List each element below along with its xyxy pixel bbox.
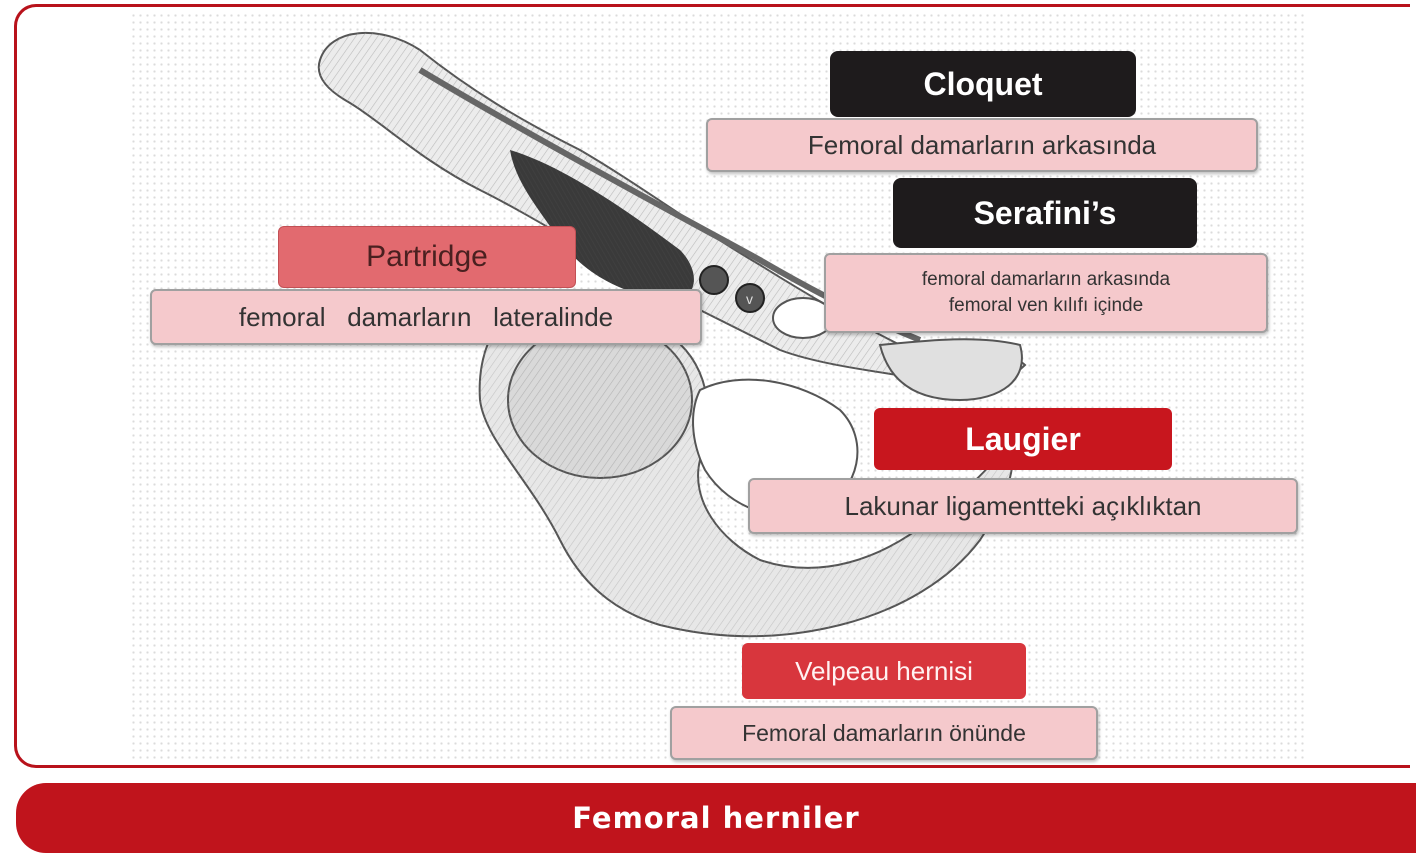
serafini-description: femoral damarların arkasında femoral ven… [824,253,1268,333]
femoral-artery [700,266,728,294]
laugier-title: Laugier [965,421,1081,458]
footer-title: Femoral herniler [572,801,859,835]
pubic-ramus [880,339,1022,400]
serafini-desc-line1: femoral damarların arkasında [922,267,1170,293]
svg-text:v: v [746,291,753,307]
serafini-label: Serafini’s [893,178,1197,248]
cloquet-label: Cloquet [830,51,1136,117]
velpeau-desc-text: Femoral damarların önünde [742,720,1026,747]
cloquet-description: Femoral damarların arkasında [706,118,1258,172]
laugier-desc-text: Lakunar ligamentteki açıklıktan [845,491,1202,522]
serafini-title: Serafini’s [974,195,1117,232]
footer-banner: Femoral herniler [16,783,1416,853]
partridge-title: Partridge [366,240,488,274]
cloquet-title: Cloquet [923,66,1042,103]
cloquet-desc-text: Femoral damarların arkasında [808,130,1156,161]
velpeau-description: Femoral damarların önünde [670,706,1098,760]
velpeau-label: Velpeau hernisi [742,643,1026,699]
partridge-desc-text: femoral damarların lateralinde [239,302,613,333]
partridge-description: femoral damarların lateralinde [150,289,702,345]
velpeau-title: Velpeau hernisi [795,656,973,687]
partridge-label: Partridge [278,226,576,288]
serafini-desc-line2: femoral ven kılıfı içinde [949,293,1143,319]
laugier-label: Laugier [874,408,1172,470]
laugier-description: Lakunar ligamentteki açıklıktan [748,478,1298,534]
